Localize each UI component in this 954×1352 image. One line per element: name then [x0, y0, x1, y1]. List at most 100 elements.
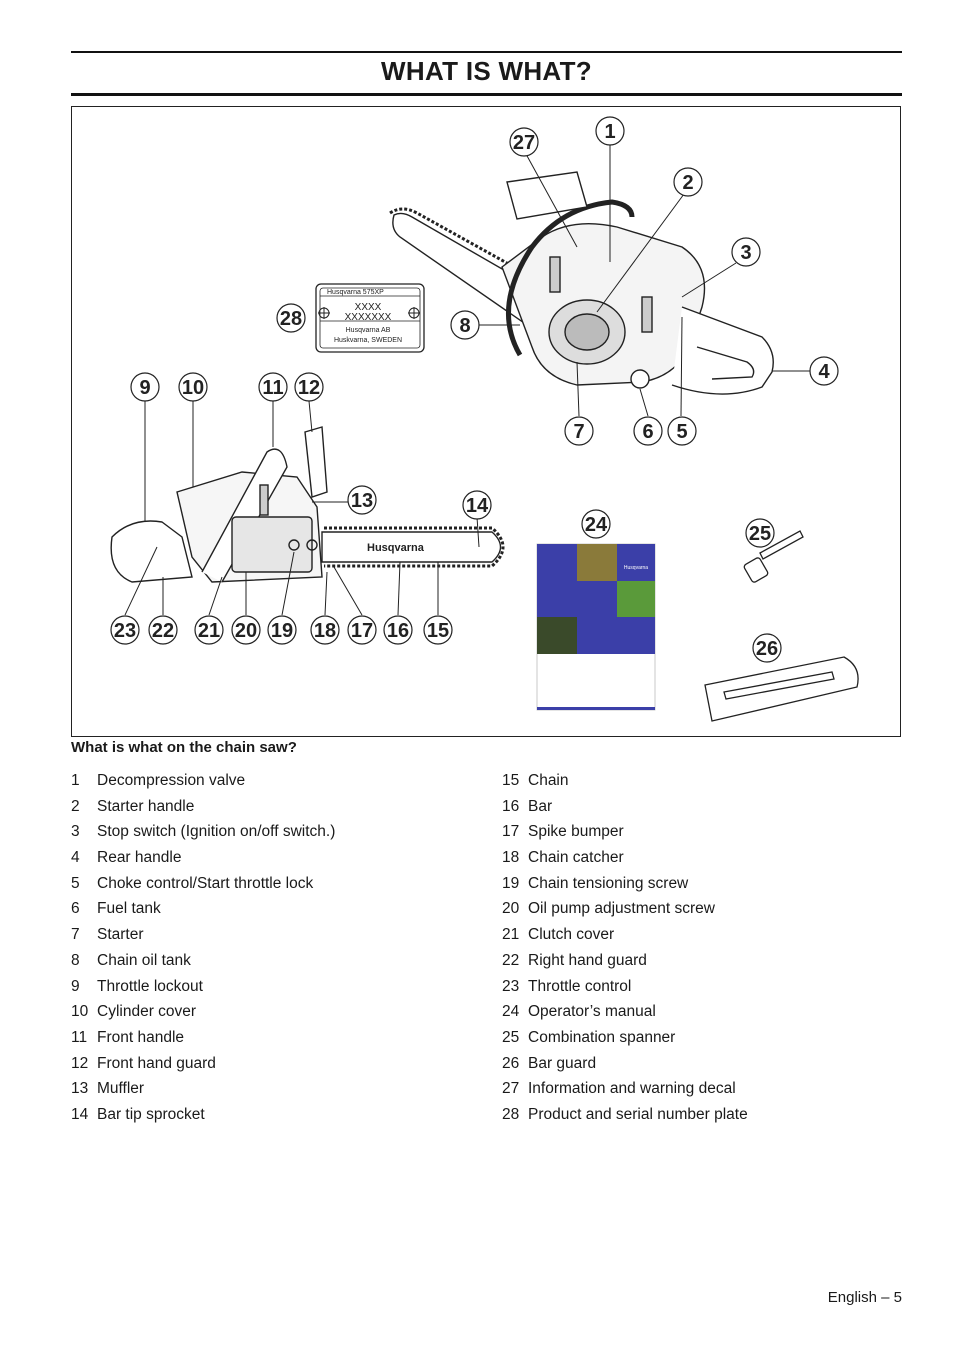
item-label: Choke control/Start throttle lock	[97, 874, 314, 892]
plate-maker: Husqvarna AB	[346, 327, 391, 334]
callout-28: 28	[276, 303, 306, 333]
svg-text:6: 6	[642, 421, 653, 443]
callout-24: 24	[581, 509, 611, 539]
item-number: 5	[71, 874, 80, 892]
svg-text:7: 7	[573, 421, 584, 443]
callout-9: 9	[130, 372, 160, 402]
svg-text:28: 28	[280, 308, 302, 330]
bar-guard	[704, 656, 859, 722]
item-number: 4	[71, 849, 80, 867]
callout-22: 22	[148, 615, 178, 645]
callout-26: 26	[752, 633, 782, 663]
svg-text:11: 11	[262, 377, 283, 399]
callout-5: 5	[667, 416, 697, 446]
callout-18: 18	[310, 615, 340, 645]
callout-17: 17	[347, 615, 377, 645]
item-number: 23	[502, 977, 520, 995]
item-label: Cylinder cover	[97, 1003, 197, 1021]
item-label: Bar guard	[528, 1054, 597, 1072]
item-number: 26	[502, 1054, 520, 1072]
item-label: Fuel tank	[97, 900, 161, 918]
callout-6: 6	[633, 416, 663, 446]
chainsaw-top-view	[389, 171, 774, 395]
svg-text:1: 1	[604, 121, 615, 143]
item-label: Stop switch (Ignition on/off switch.)	[97, 823, 336, 841]
item-number: 9	[71, 977, 80, 995]
callout-14: 14	[462, 490, 492, 520]
callout-7: 7	[564, 416, 594, 446]
item-number: 18	[502, 849, 520, 867]
title-rule-bottom	[71, 93, 902, 96]
svg-text:26: 26	[756, 638, 778, 660]
item-number: 10	[71, 1003, 89, 1021]
item-number: 6	[71, 900, 80, 918]
svg-text:14: 14	[466, 495, 489, 517]
item-label: Front hand guard	[97, 1054, 216, 1072]
item-number: 16	[502, 797, 520, 815]
callout-19: 19	[267, 615, 297, 645]
item-label: Bar	[528, 797, 553, 815]
item-number: 11	[71, 1028, 88, 1046]
callout-27: 27	[509, 127, 539, 157]
list-item: 5 Choke control/Start throttle lock	[71, 875, 335, 901]
svg-text:9: 9	[139, 377, 150, 399]
operators-manual: Husqvarna	[536, 543, 656, 711]
svg-text:20: 20	[235, 620, 257, 642]
item-label: Spike bumper	[528, 823, 624, 841]
callout-16: 16	[383, 615, 413, 645]
svg-text:15: 15	[427, 620, 449, 642]
svg-text:21: 21	[198, 620, 220, 642]
item-label: Information and warning decal	[528, 1080, 736, 1098]
item-label: Muffler	[97, 1080, 145, 1098]
plate-line2: XXXXXXX	[345, 312, 392, 323]
item-label: Oil pump adjustment screw	[528, 900, 715, 918]
plate-line1: XXXX	[355, 302, 382, 313]
item-label: Decompression valve	[97, 772, 246, 789]
list-item: 6 Fuel tank	[71, 900, 335, 926]
svg-text:8: 8	[459, 315, 470, 337]
item-number: 17	[502, 823, 520, 841]
svg-text:17: 17	[351, 620, 373, 642]
callout-23: 23	[110, 615, 140, 645]
title-rule-top	[71, 51, 902, 53]
svg-text:22: 22	[152, 620, 174, 642]
figure-caption: What is what on the chain saw?	[71, 739, 297, 756]
item-number: 7	[71, 926, 80, 944]
item-label: Chain	[528, 772, 569, 789]
callout-25: 25	[745, 518, 775, 548]
list-item: 16 Bar	[502, 798, 748, 824]
item-label: Clutch cover	[528, 926, 615, 944]
item-number: 21	[502, 926, 520, 944]
item-number: 27	[502, 1080, 520, 1098]
plate-place: Huskvarna, SWEDEN	[334, 337, 402, 344]
svg-text:10: 10	[182, 377, 204, 399]
page-title: WHAT IS WHAT?	[381, 56, 592, 86]
svg-text:27: 27	[513, 132, 535, 154]
svg-text:16: 16	[387, 620, 409, 642]
svg-text:19: 19	[271, 620, 293, 642]
callout-15: 15	[423, 615, 453, 645]
item-label: Operator’s manual	[528, 1003, 656, 1021]
item-number: 15	[502, 772, 520, 789]
bar-brand: Husqvarna	[367, 542, 425, 554]
list-item: 15 Chain	[502, 772, 748, 798]
callout-20: 20	[231, 615, 261, 645]
svg-text:18: 18	[314, 620, 336, 642]
list-item: 10 Cylinder cover	[71, 1003, 335, 1029]
svg-text:25: 25	[749, 523, 771, 545]
item-number: 19	[502, 874, 520, 892]
svg-text:5: 5	[676, 421, 687, 443]
